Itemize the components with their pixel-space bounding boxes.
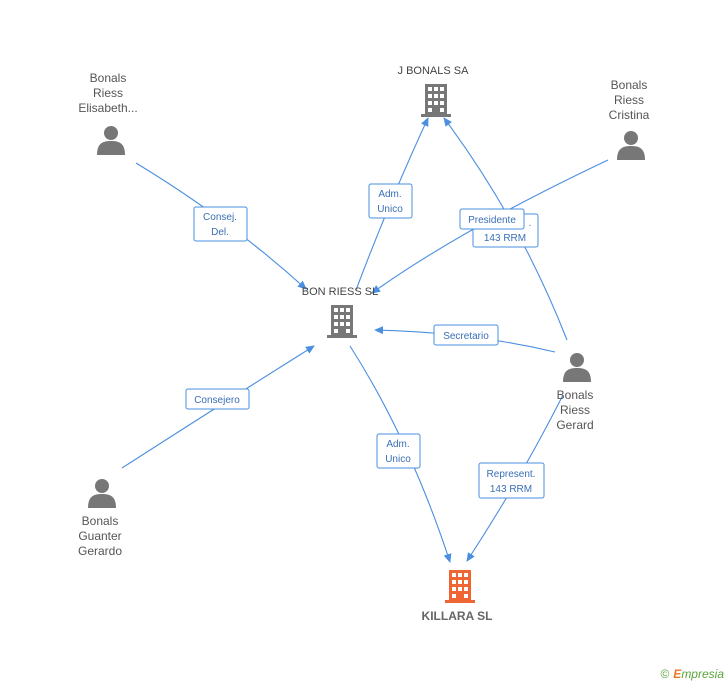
svg-text:Presidente: Presidente	[468, 215, 516, 226]
svg-text:Bonals: Bonals	[82, 514, 119, 528]
edge-label-adm-unico-killara[interactable]: Adm. Unico	[376, 433, 421, 469]
person-node-cristina[interactable]: Bonals Riess Cristina	[609, 78, 650, 160]
svg-text:KILLARA SL: KILLARA SL	[422, 609, 493, 623]
svg-text:Adm.: Adm.	[386, 439, 409, 450]
svg-text:J BONALS SA: J BONALS SA	[398, 65, 470, 77]
svg-text:Unico: Unico	[377, 204, 403, 215]
edge-label-presidente[interactable]: Presidente	[459, 208, 525, 230]
svg-text:Guanter: Guanter	[78, 529, 121, 543]
person-icon	[97, 126, 125, 155]
svg-text:Adm.: Adm.	[378, 189, 401, 200]
svg-text:.: .	[529, 218, 532, 229]
svg-text:Gerard: Gerard	[556, 418, 593, 432]
person-icon	[88, 479, 116, 508]
svg-text:Consej.: Consej.	[203, 212, 237, 223]
svg-text:Bonals: Bonals	[90, 71, 127, 85]
svg-text:143 RRM: 143 RRM	[484, 233, 526, 244]
edge-label-consejero[interactable]: Consejero	[185, 388, 250, 410]
svg-text:Secretario: Secretario	[443, 331, 489, 342]
person-icon	[563, 353, 591, 382]
svg-text:Represent.: Represent.	[487, 469, 536, 480]
svg-text:Elisabeth...: Elisabeth...	[78, 101, 137, 115]
empresia-logo[interactable]: ©Empresia	[660, 667, 724, 681]
company-node-jbonals[interactable]: J BONALS SA	[398, 65, 470, 117]
svg-text:143 RRM: 143 RRM	[490, 484, 532, 495]
svg-text:Bonals: Bonals	[557, 388, 594, 402]
company-node-killara[interactable]: KILLARA SL	[422, 570, 493, 623]
svg-text:Consejero: Consejero	[194, 395, 240, 406]
building-icon	[327, 305, 357, 338]
svg-text:Gerardo: Gerardo	[78, 544, 122, 558]
svg-text:Riess: Riess	[560, 403, 590, 417]
person-node-guanter[interactable]: Bonals Guanter Gerardo	[78, 479, 122, 558]
edge-label-adm-unico-jbonals[interactable]: Adm. Unico	[368, 183, 413, 219]
svg-text:Del.: Del.	[211, 227, 229, 238]
edge-label-consej-del[interactable]: Consej. Del.	[193, 206, 248, 242]
svg-text:Unico: Unico	[385, 454, 411, 465]
svg-text:Riess: Riess	[93, 86, 123, 100]
person-node-gerard[interactable]: Bonals Riess Gerard	[556, 353, 594, 432]
person-node-elisabeth[interactable]: Bonals Riess Elisabeth...	[78, 71, 138, 155]
svg-text:BON RIESS SL: BON RIESS SL	[302, 286, 378, 298]
svg-text:Bonals: Bonals	[611, 78, 648, 92]
svg-text:Cristina: Cristina	[609, 108, 650, 122]
edge-label-represent-killara[interactable]: Represent. 143 RRM	[478, 462, 545, 499]
copyright-icon: ©	[660, 667, 670, 681]
building-icon	[421, 84, 451, 117]
svg-text:Riess: Riess	[614, 93, 644, 107]
edge-label-secretario[interactable]: Secretario	[433, 324, 499, 346]
company-node-bonriess[interactable]: BON RIESS SL	[302, 286, 378, 338]
person-icon	[617, 131, 645, 160]
building-icon	[445, 570, 475, 603]
